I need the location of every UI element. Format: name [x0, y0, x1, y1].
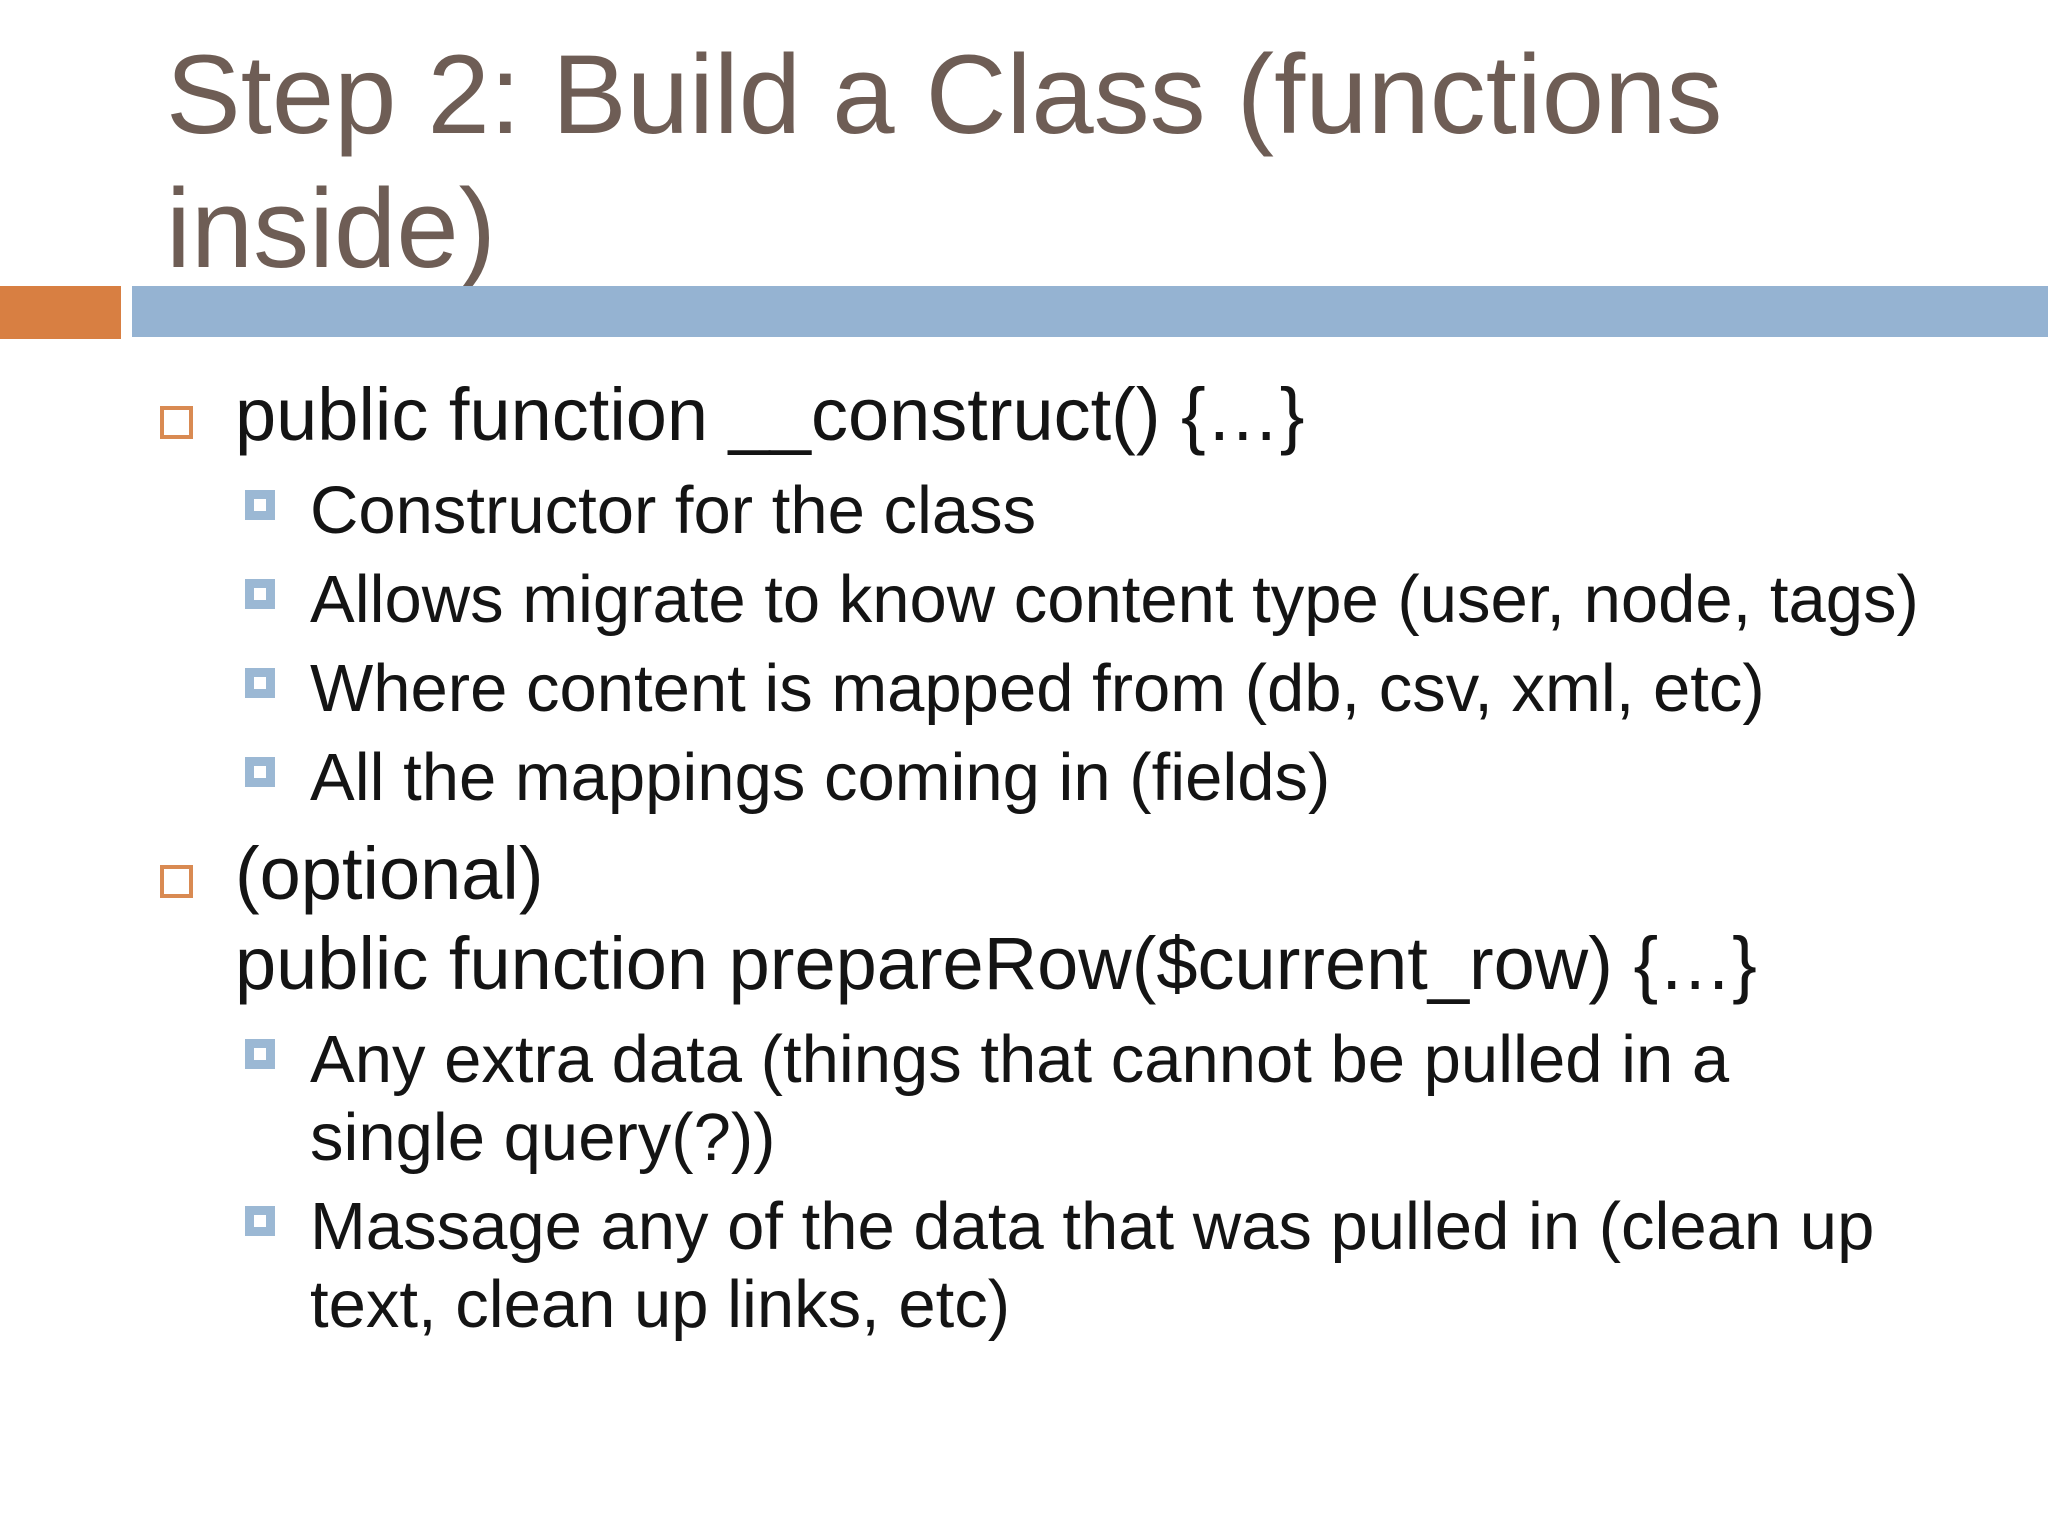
bullet-item-level2: Constructor for the class [245, 472, 1980, 550]
filled-square-bullet-icon [245, 579, 275, 609]
bullet-item-level2: Allows migrate to know content type (use… [245, 561, 1980, 639]
bullet-text: All the mappings coming in (fields) [310, 740, 1331, 815]
bullet-text: Any extra data (things that cannot be pu… [310, 1022, 1730, 1175]
bullet-text: public function __construct() {…} [235, 373, 1305, 456]
filled-square-bullet-icon [245, 757, 275, 787]
bullet-item-level1: (optional) public function prepareRow($c… [160, 829, 1980, 1009]
bullet-item-level1: public function __construct() {…} [160, 370, 1980, 460]
accent-bar-blue-rule [132, 286, 2048, 337]
filled-square-bullet-icon [245, 1039, 275, 1069]
bullet-text: Allows migrate to know content type (use… [310, 562, 1919, 637]
slide-title: Step 2: Build a Class (functions inside) [166, 32, 1723, 291]
filled-square-bullet-icon [245, 1206, 275, 1236]
bullet-text: Where content is mapped from (db, csv, x… [310, 651, 1765, 726]
bullet-text: Massage any of the data that was pulled … [310, 1189, 1875, 1342]
hollow-square-bullet-icon [160, 406, 193, 439]
bullet-text: (optional) public function prepareRow($c… [235, 832, 1757, 1005]
filled-square-bullet-icon [245, 668, 275, 698]
bullet-item-level2: All the mappings coming in (fields) [245, 739, 1980, 817]
hollow-square-bullet-icon [160, 865, 193, 898]
bullet-text: Constructor for the class [310, 473, 1037, 548]
accent-bar-orange-block [0, 286, 121, 339]
bullet-item-level2: Any extra data (things that cannot be pu… [245, 1021, 1980, 1177]
bullet-item-level2: Massage any of the data that was pulled … [245, 1188, 1980, 1344]
slide-body: public function __construct() {…} Constr… [160, 358, 1980, 1355]
bullet-item-level2: Where content is mapped from (db, csv, x… [245, 650, 1980, 728]
filled-square-bullet-icon [245, 490, 275, 520]
